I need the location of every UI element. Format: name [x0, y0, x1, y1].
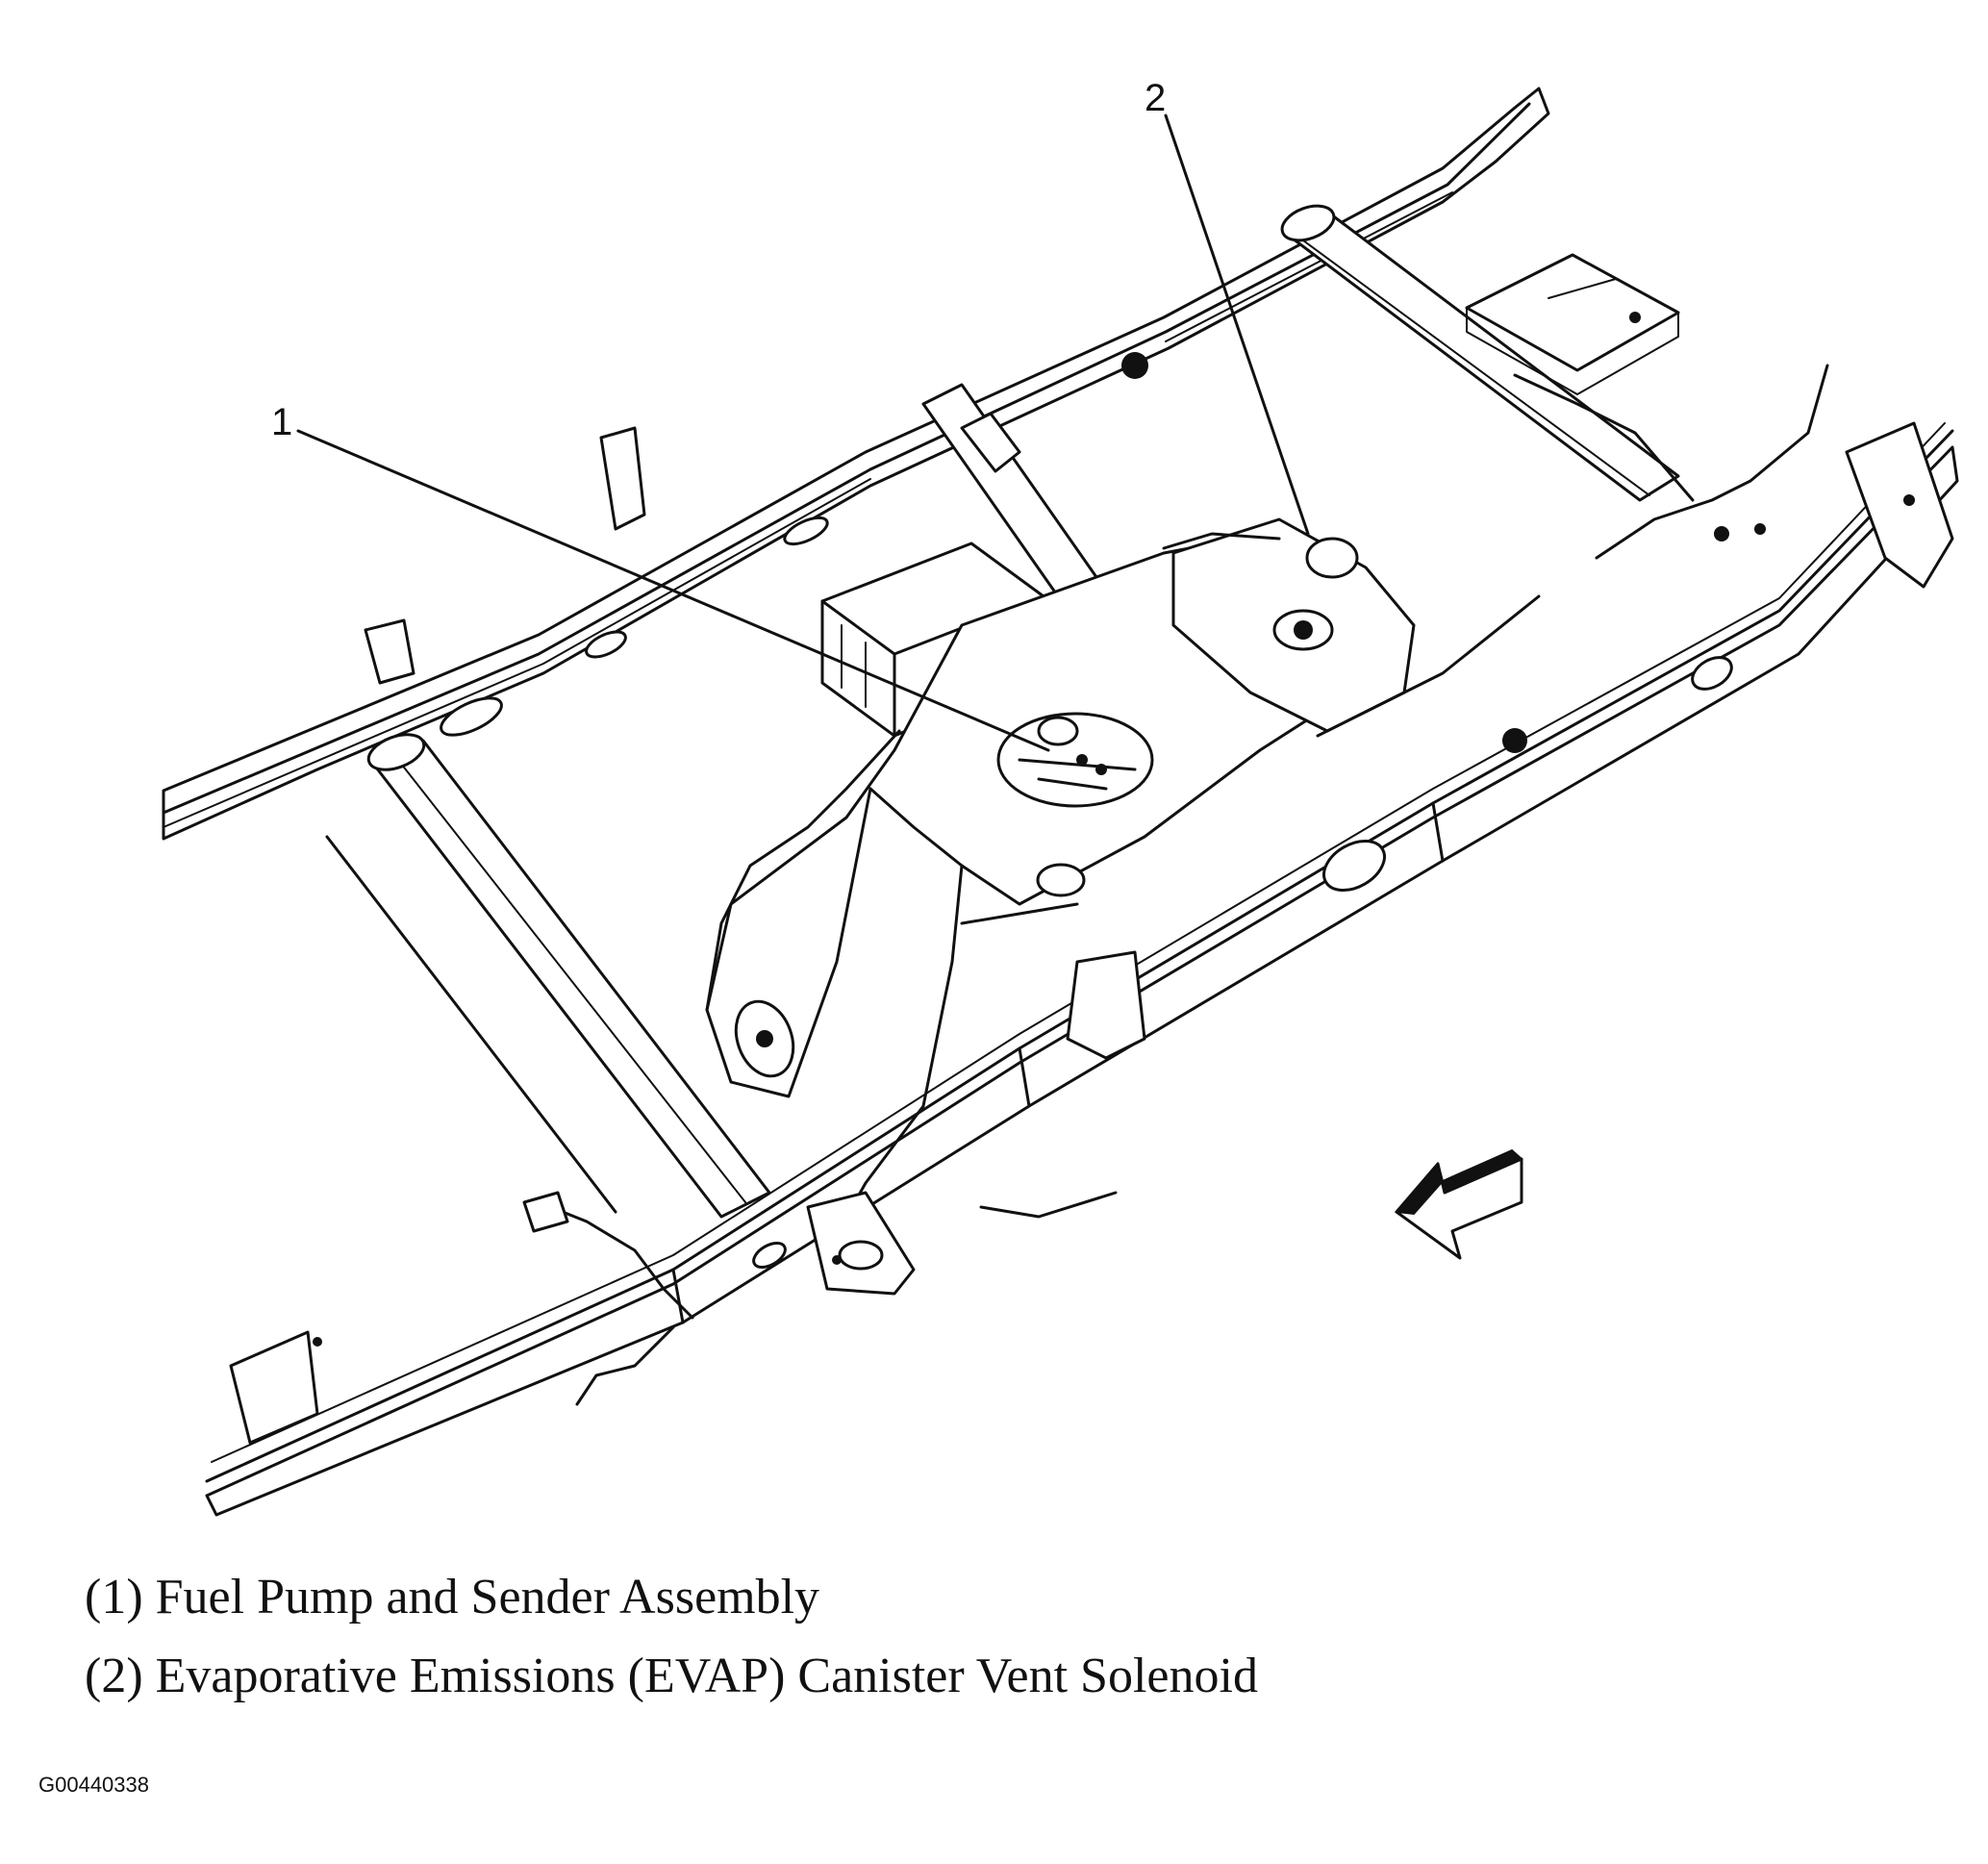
legend-item-evap-vent-solenoid: (2) Evaporative Emissions (EVAP) Caniste… [85, 1649, 1258, 1703]
callout-2-number: 2 [1145, 77, 1166, 119]
fuel-tank [705, 517, 1416, 1098]
callout-1-number: 1 [271, 401, 292, 443]
front-crossmember [325, 733, 771, 1219]
callout-2: 2 [1145, 77, 1310, 536]
front-direction-arrow [1395, 1148, 1523, 1260]
right-frame-rail [205, 422, 1959, 1517]
wiring-harness [522, 364, 1829, 1406]
fuel-pump-sender-icon [996, 712, 1154, 808]
mount-brackets [229, 312, 1954, 1445]
rear-crossmember [1280, 204, 1680, 502]
figure-id: G00440338 [38, 1773, 149, 1797]
legend: (1) Fuel Pump and Sender Assembly (2) Ev… [85, 1558, 1258, 1716]
left-frame-rail [162, 87, 1550, 841]
callout-1: 1 [271, 401, 1050, 752]
skid-plate [1465, 253, 1680, 395]
vent-solenoid-icon [1305, 537, 1359, 579]
legend-item-fuel-pump: (1) Fuel Pump and Sender Assembly [85, 1570, 820, 1625]
